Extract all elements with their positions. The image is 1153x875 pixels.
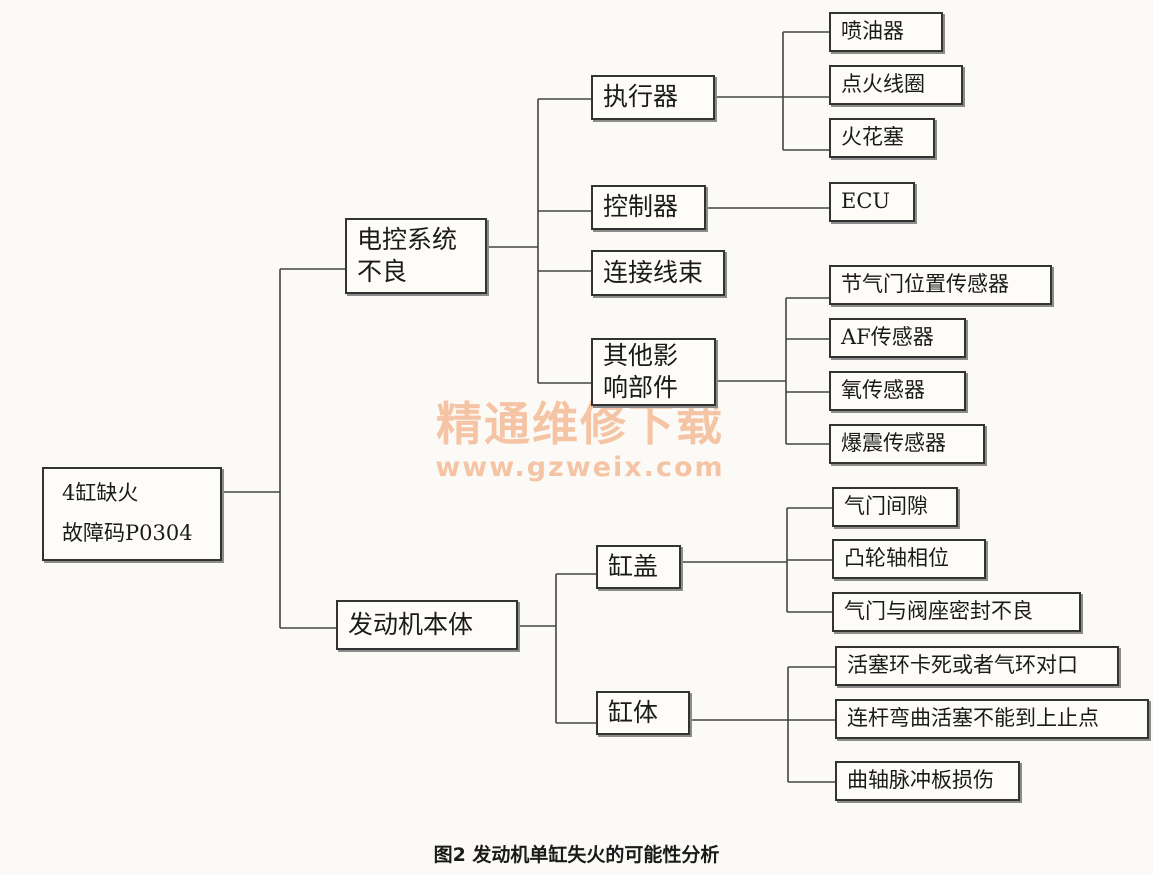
throttle-sensor-label: 节气门位置传感器 xyxy=(841,272,1009,297)
af-sensor-label: AF传感器 xyxy=(841,325,934,350)
figure-caption: 图2 发动机单缸失火的可能性分析 xyxy=(433,844,720,866)
injector-label: 喷油器 xyxy=(841,19,904,44)
other-line2: 响部件 xyxy=(603,373,679,402)
oxygen-sensor-node: 氧传感器 xyxy=(829,371,966,411)
ignition-coil-node: 点火线圈 xyxy=(829,65,963,105)
camshaft-phase-node: 凸轮轴相位 xyxy=(832,539,986,579)
ecu-node: ECU xyxy=(829,182,915,222)
valve-seat-seal-node: 气门与阀座密封不良 xyxy=(832,592,1081,632)
electrical-system-node: 电控系统 不良 xyxy=(345,218,487,294)
head-label: 缸盖 xyxy=(608,551,659,581)
root-node: 4缸缺火 故障码P0304 xyxy=(42,467,222,561)
valve-clearance-label: 气门间隙 xyxy=(844,494,928,519)
controller-node: 控制器 xyxy=(591,185,706,230)
engine-body-node: 发动机本体 xyxy=(336,600,518,650)
spark-plug-label: 火花塞 xyxy=(841,125,904,150)
block-label: 缸体 xyxy=(608,697,659,727)
piston-ring-node: 活塞环卡死或者气环对口 xyxy=(835,646,1119,686)
other-line1: 其他影 xyxy=(603,340,679,370)
ignition-coil-label: 点火线圈 xyxy=(841,72,925,97)
knock-sensor-label: 爆震传感器 xyxy=(841,431,946,456)
engine-label: 发动机本体 xyxy=(348,609,474,639)
cylinder-head-node: 缸盖 xyxy=(596,545,681,589)
camshaft-phase-label: 凸轮轴相位 xyxy=(844,546,949,571)
knock-sensor-node: 爆震传感器 xyxy=(829,424,985,464)
electrical-line2: 不良 xyxy=(357,257,408,286)
connecting-rod-label: 连杆弯曲活塞不能到上止点 xyxy=(847,706,1099,731)
other-components-node: 其他影 响部件 xyxy=(591,338,716,406)
spark-plug-node: 火花塞 xyxy=(829,118,935,158)
cylinder-block-node: 缸体 xyxy=(596,691,690,735)
af-sensor-node: AF传感器 xyxy=(829,318,966,358)
root-line2: 故障码P0304 xyxy=(62,521,193,545)
controller-label: 控制器 xyxy=(603,192,679,222)
actuator-node: 执行器 xyxy=(591,75,715,120)
crank-pulse-plate-label: 曲轴脉冲板损伤 xyxy=(847,768,994,793)
harness-label: 连接线束 xyxy=(603,257,704,287)
electrical-line1: 电控系统 xyxy=(357,224,458,254)
throttle-position-sensor-node: 节气门位置传感器 xyxy=(829,265,1052,305)
oxygen-sensor-label: 氧传感器 xyxy=(841,378,925,403)
injector-node: 喷油器 xyxy=(829,12,943,52)
connecting-rod-node: 连杆弯曲活塞不能到上止点 xyxy=(835,699,1149,739)
root-line1: 4缸缺火 xyxy=(62,481,139,506)
harness-node: 连接线束 xyxy=(591,250,725,296)
crank-pulse-plate-node: 曲轴脉冲板损伤 xyxy=(835,761,1020,801)
ecu-label: ECU xyxy=(841,189,891,214)
piston-ring-label: 活塞环卡死或者气环对口 xyxy=(847,653,1078,678)
valve-seat-seal-label: 气门与阀座密封不良 xyxy=(844,599,1033,624)
valve-clearance-node: 气门间隙 xyxy=(832,487,958,527)
actuator-label: 执行器 xyxy=(603,82,679,112)
